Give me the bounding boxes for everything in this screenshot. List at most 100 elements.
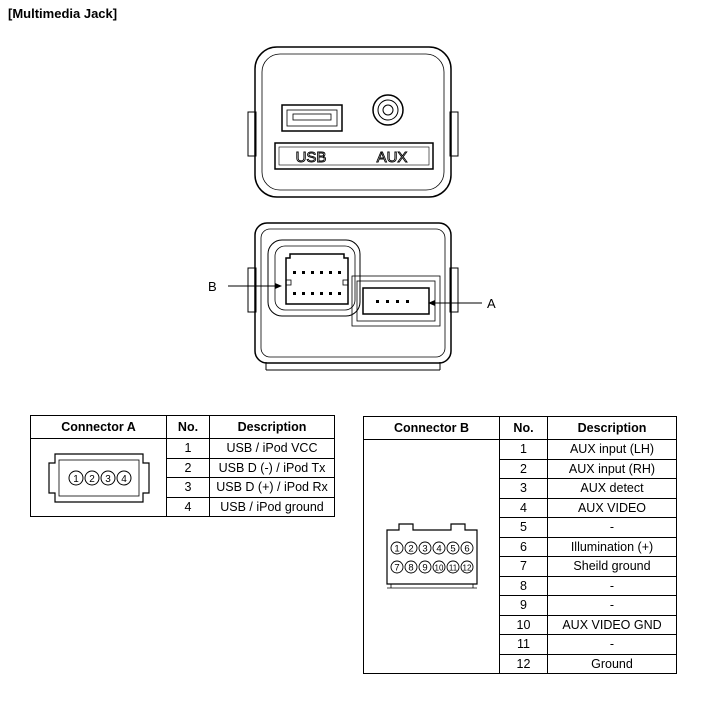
- rear-pin-dot: [338, 292, 341, 295]
- page-title: [Multimedia Jack]: [8, 6, 118, 21]
- pin-number: 5: [499, 517, 548, 538]
- pin-label: 4: [121, 474, 127, 485]
- pin-label: 9: [422, 562, 427, 573]
- pin-label: 11: [448, 563, 457, 572]
- pin-description: -: [547, 595, 677, 616]
- rear-pin-dot: [302, 292, 305, 295]
- pin-circle: [418, 541, 431, 554]
- pin-circle: [446, 560, 459, 573]
- pin-label: 3: [105, 474, 111, 485]
- pin-number: 1: [166, 438, 210, 459]
- jack-rear-view: [247, 222, 459, 371]
- pin-label: 10: [434, 563, 443, 572]
- rear-pin-dot: [406, 300, 409, 303]
- usb-port-icon: [281, 104, 343, 132]
- table-row: 11-: [364, 634, 677, 655]
- pin-number: 8: [499, 575, 548, 596]
- pin-description: Sheild ground: [547, 556, 677, 577]
- rear-pin-dot: [302, 271, 305, 274]
- pin-number: 12: [499, 653, 548, 674]
- callout-b-arrow-icon: [275, 283, 282, 289]
- rear-pin-dot: [376, 300, 379, 303]
- jack-front-view: [247, 46, 459, 198]
- pin-description: USB / iPod ground: [209, 496, 335, 517]
- pin-circle: [460, 560, 473, 573]
- callout-a-label: A: [487, 296, 496, 311]
- label-strip: [274, 142, 434, 170]
- pin-number: 6: [499, 536, 548, 557]
- pin-circle: [390, 560, 403, 573]
- pin-number: 3: [499, 478, 548, 499]
- pin-circle: [460, 541, 473, 554]
- rear-pin-dot: [320, 292, 323, 295]
- callout-b-label: B: [208, 279, 217, 294]
- pin-circle: [418, 560, 431, 573]
- pin-description: AUX detect: [547, 478, 677, 499]
- pin-circle: [84, 470, 99, 485]
- pin-number: 1: [499, 439, 548, 460]
- rear-pin-dot: [386, 300, 389, 303]
- pin-description: AUX VIDEO: [547, 497, 677, 518]
- pin-number: 7: [499, 556, 548, 577]
- table-row: 9-: [364, 595, 677, 616]
- pin-circle: [432, 560, 445, 573]
- pin-label: 5: [450, 543, 455, 554]
- connector-b-pin-dots: [293, 271, 341, 295]
- pin-number: 11: [499, 634, 548, 655]
- pin-number: 2: [166, 457, 210, 478]
- pin-label: 7: [394, 562, 399, 573]
- pin-description: Illumination (+): [547, 536, 677, 557]
- pin-description: -: [547, 634, 677, 655]
- rear-pin-dot: [293, 271, 296, 274]
- connector-a-no-header: No.: [166, 415, 210, 439]
- pin-description: USB D (-) / iPod Tx: [209, 457, 335, 478]
- pin-circle: [432, 541, 445, 554]
- connector-b-description-header: Description: [547, 416, 677, 440]
- pin-description: Ground: [547, 653, 677, 674]
- connector-a-header: Connector A: [30, 415, 167, 439]
- aux-label: AUX: [377, 149, 408, 166]
- pin-label: 12: [462, 563, 471, 572]
- connector-b-housing: [267, 239, 361, 317]
- pin-description: -: [547, 575, 677, 596]
- pin-circle: [404, 541, 417, 554]
- pin-label: 1: [394, 543, 399, 554]
- pin-description: USB D (+) / iPod Rx: [209, 477, 335, 498]
- pin-circle: [68, 470, 83, 485]
- pin-circle: [404, 560, 417, 573]
- pin-label: 4: [436, 543, 441, 554]
- pin-number: 10: [499, 614, 548, 635]
- pin-circle: [100, 470, 115, 485]
- pin-label: 8: [408, 562, 413, 573]
- pin-description: AUX input (RH): [547, 458, 677, 479]
- pin-number: 4: [499, 497, 548, 518]
- usb-label: USB: [296, 149, 327, 166]
- pin-number: 3: [166, 477, 210, 498]
- aux-port-icon: [372, 94, 404, 126]
- pin-number: 2: [499, 458, 548, 479]
- pin-description: USB / iPod VCC: [209, 438, 335, 459]
- rear-pin-dot: [329, 271, 332, 274]
- pin-description: -: [547, 517, 677, 538]
- rear-pin-dot: [320, 271, 323, 274]
- pin-label: 2: [89, 474, 95, 485]
- pin-number: 9: [499, 595, 548, 616]
- rear-pin-dot: [338, 271, 341, 274]
- connector-b-no-header: No.: [499, 416, 548, 440]
- rear-pin-dot: [396, 300, 399, 303]
- pin-label: 2: [408, 543, 413, 554]
- pin-number: 4: [166, 496, 210, 517]
- callout-a-arrow-icon: [428, 300, 435, 306]
